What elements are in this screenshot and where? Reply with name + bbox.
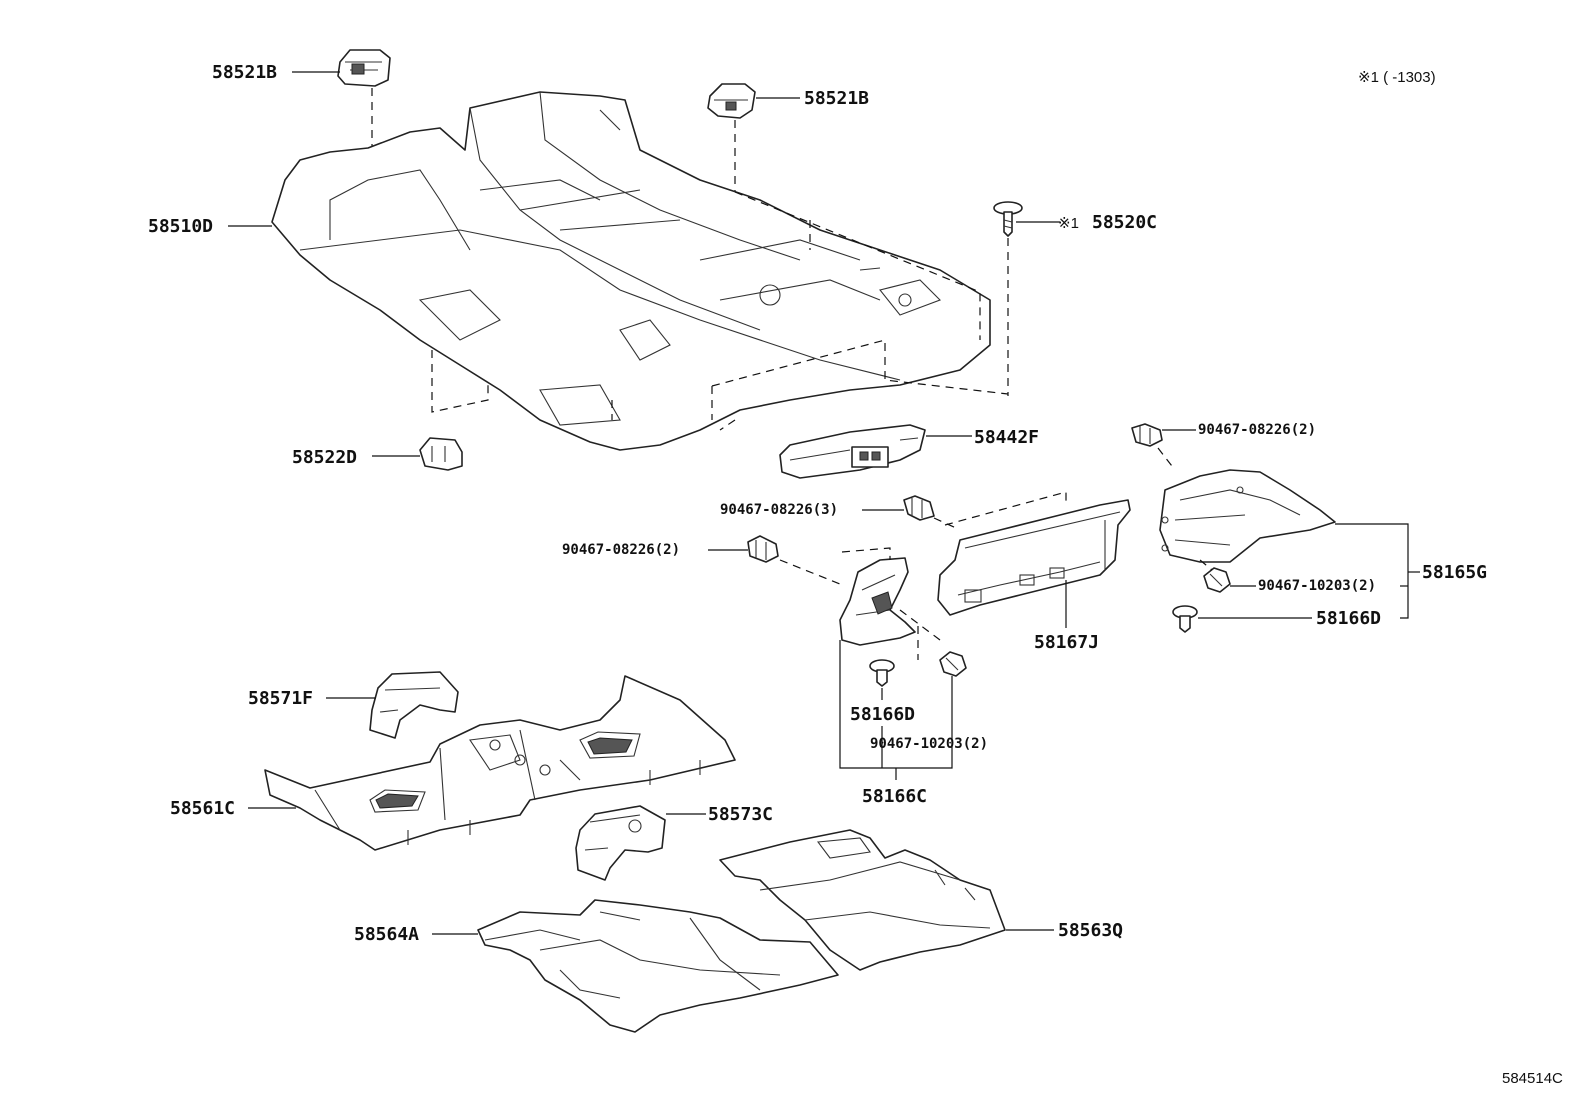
clip-90467-10203-right[interactable] (1203, 567, 1231, 593)
clip-58521B-right[interactable] (707, 83, 756, 192)
floor-mat-58564A[interactable] (477, 899, 839, 1033)
clip-90467-10203-center[interactable] (939, 651, 967, 677)
clip-90467-08226-top[interactable] (1131, 423, 1163, 447)
label-58166C: 58166C (862, 786, 927, 807)
clip-58166D-center[interactable] (869, 659, 895, 687)
label-58573C: 58573C (708, 804, 773, 825)
label-58571F: 58571F (248, 688, 313, 709)
label-58510D: 58510D (148, 216, 213, 237)
range-note: ※1 ( -1303) (1358, 69, 1436, 86)
label-90467-08226-2-left: 90467-08226(2) (562, 542, 680, 558)
pin-58520C[interactable] (993, 201, 1023, 237)
label-58521B-top: 58521B (212, 62, 277, 83)
clip-90467-08226-left[interactable] (747, 535, 779, 563)
label-58166D-center: 58166D (850, 704, 915, 725)
illustration-code: 584514C (1502, 1070, 1563, 1087)
label-58563Q: 58563Q (1058, 920, 1123, 941)
clip-58166D-right[interactable] (1172, 605, 1198, 633)
label-58521B-right: 58521B (804, 88, 869, 109)
label-90467-10203-2-right: 90467-10203(2) (1258, 578, 1376, 594)
label-58520C: 58520C (1092, 212, 1157, 233)
label-58520C-mark: ※1 (1058, 215, 1079, 232)
clip-90467-08226-3[interactable] (903, 495, 935, 521)
console-pad-58442F[interactable] (779, 424, 926, 479)
label-58442F: 58442F (974, 427, 1039, 448)
corner-panel-58166C[interactable] (839, 557, 916, 646)
clip-58522D[interactable] (419, 437, 463, 471)
label-58167J: 58167J (1034, 632, 1099, 653)
label-90467-08226-3: 90467-08226(3) (720, 502, 838, 518)
insulator-58573C[interactable] (575, 805, 666, 881)
insulator-58561C[interactable] (264, 675, 736, 851)
label-58561C: 58561C (170, 798, 235, 819)
label-90467-08226-2-top: 90467-08226(2) (1198, 422, 1316, 438)
label-58564A: 58564A (354, 924, 419, 945)
label-58522D: 58522D (292, 447, 357, 468)
side-panel-58167J[interactable] (937, 499, 1131, 616)
floor-carpet-58510D[interactable] (271, 91, 991, 451)
side-panel-58165G[interactable] (1159, 469, 1336, 563)
label-58166D-right: 58166D (1316, 608, 1381, 629)
label-90467-10203-2-center: 90467-10203(2) (870, 736, 988, 752)
insulator-58571F[interactable] (369, 671, 459, 739)
floor-mat-58563Q[interactable] (719, 829, 1006, 971)
label-58165G: 58165G (1422, 562, 1487, 583)
